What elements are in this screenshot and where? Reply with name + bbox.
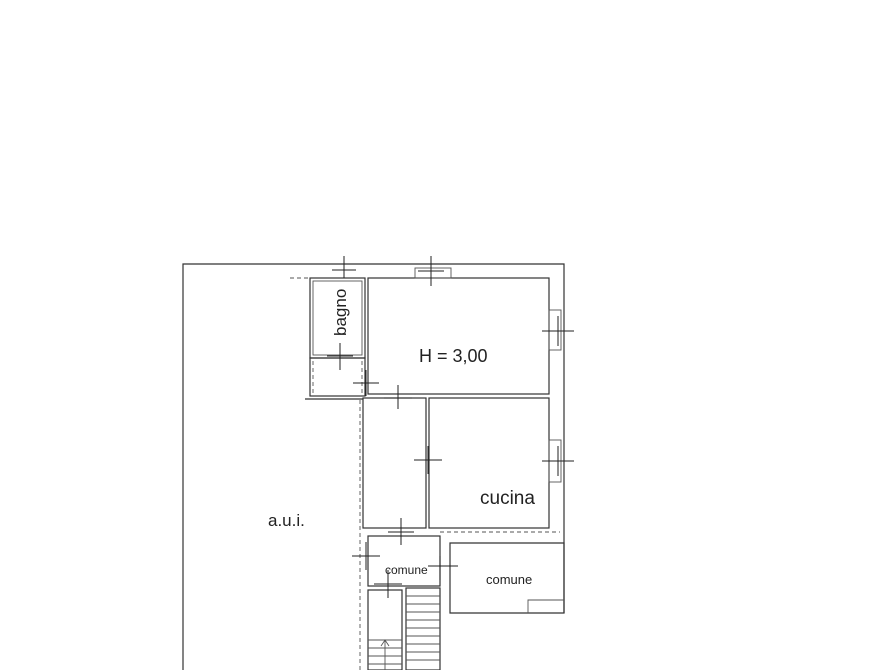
aui-area: [182, 263, 565, 670]
main-room: [367, 267, 562, 395]
bagno-room: [309, 277, 366, 397]
crosshair-marks: [327, 256, 574, 598]
corridor: [359, 397, 427, 670]
comune-right-label: comune: [486, 572, 532, 587]
staircase: [367, 587, 441, 670]
comune-right-room: [449, 542, 565, 614]
aui-label: a.u.i.: [268, 511, 305, 530]
room-height-label: H = 3,00: [419, 346, 488, 366]
cucina-label: cucina: [480, 488, 535, 509]
comune-left-label: comune: [385, 563, 428, 577]
bagno-label: bagno: [331, 289, 350, 336]
